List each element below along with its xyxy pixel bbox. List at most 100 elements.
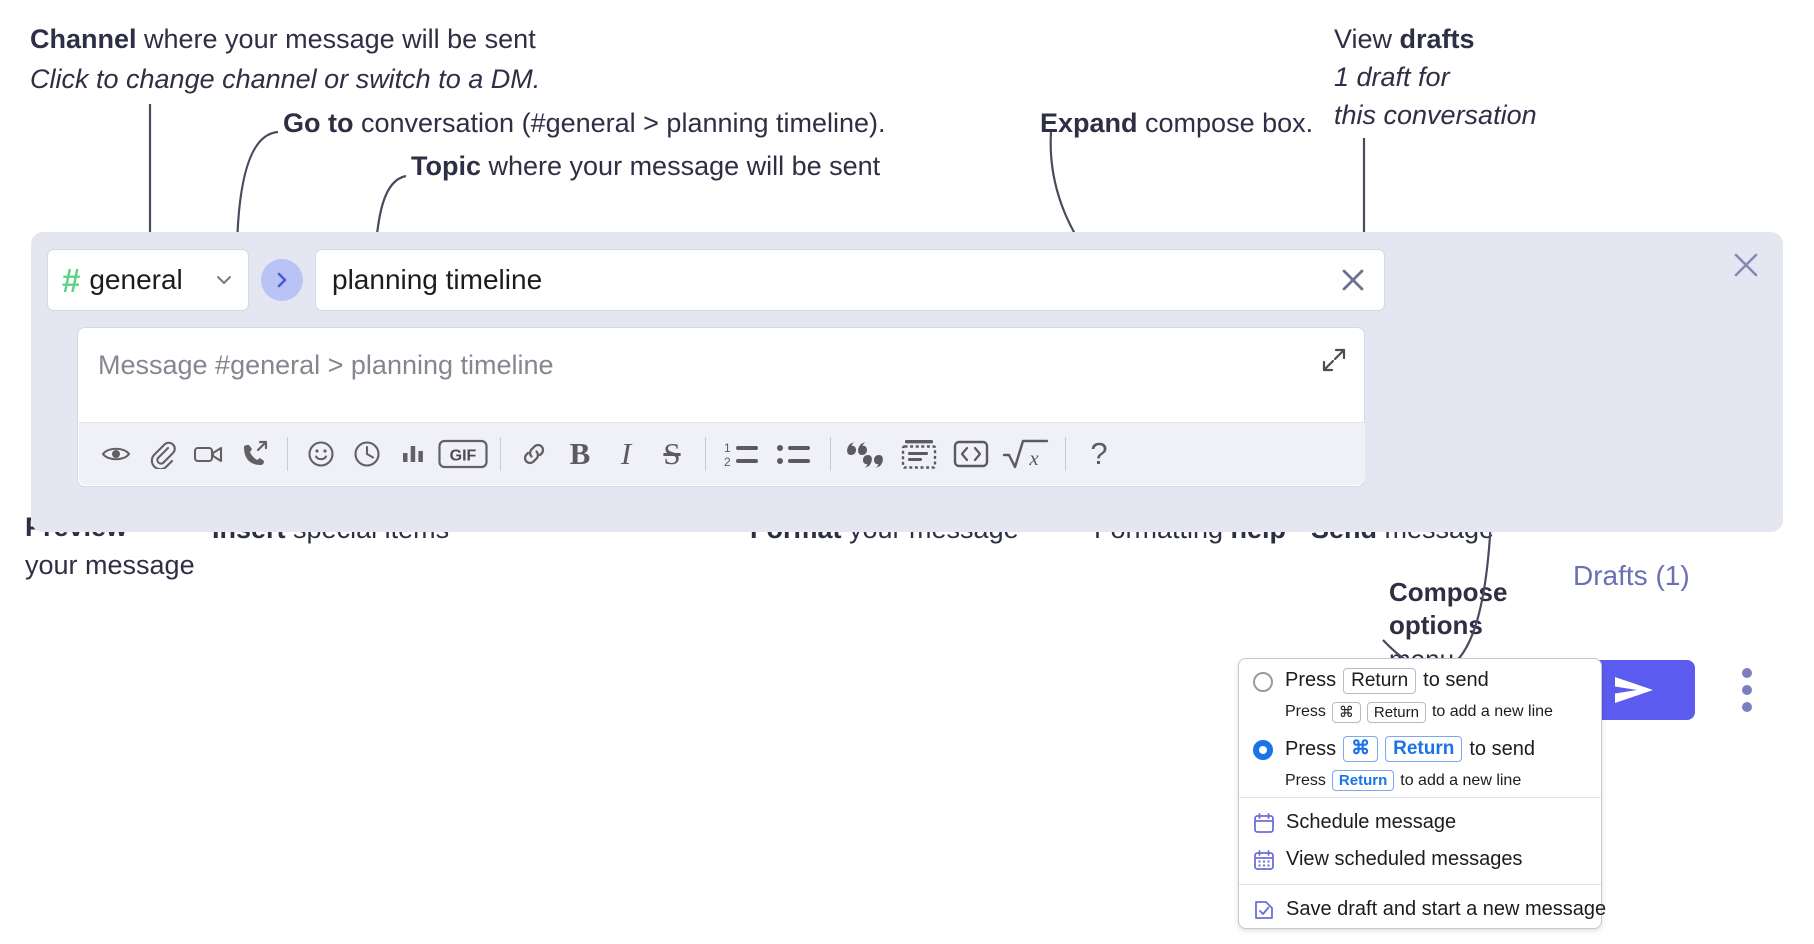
close-icon [1342,269,1364,291]
menu-item-schedule-message[interactable]: Schedule message [1239,804,1601,841]
more-options-icon-dot-3 [1742,702,1752,712]
separator-1 [287,437,288,471]
bar-chart-icon [403,446,423,462]
option2-key2: Return [1385,736,1463,762]
menu-item-label: View scheduled messages [1286,848,1523,871]
chevron-right-icon [277,272,287,288]
ordered-list-icon: 1 2 [724,441,758,469]
svg-text:GIF: GIF [450,448,477,465]
option2-key1: ⌘ [1343,736,1379,762]
close-icon [1734,253,1758,277]
strikethrough-button[interactable]: S [649,431,695,477]
attach-button[interactable] [139,431,185,477]
formatting-toolbar: GIF B I [79,422,1365,485]
help-label: ? [1090,436,1108,471]
close-compose-button[interactable] [1731,250,1761,280]
expand-icon [1322,348,1346,372]
radio-return-to-send[interactable] [1253,672,1273,692]
preview-button[interactable] [93,431,139,477]
hash-icon: # [62,261,80,299]
drafts-link[interactable]: Drafts (1) [1573,560,1690,591]
annotation-topic-bold: Topic [411,151,481,181]
radio-cmd-return-to-send[interactable] [1253,740,1273,761]
ordered-list-button[interactable]: 1 2 [716,431,768,477]
message-placeholder: Message #general > planning timeline [98,350,554,380]
channel-selector[interactable]: # general [47,249,249,311]
phone-arrow-icon [244,440,268,465]
annotation-goto-rest: conversation (#general > planning timeli… [353,108,886,138]
annotation-expand: Expand compose box. [1040,106,1313,141]
square-root-icon: x [1002,439,1049,470]
option1-sub-pre: Press [1285,703,1326,721]
compose-options-button[interactable] [1736,664,1758,716]
option1-sub-key2: Return [1366,701,1426,724]
annotation-expand-rest: compose box. [1137,108,1314,138]
expand-compose-button[interactable] [1320,346,1348,374]
annotation-expand-bold: Expand [1040,108,1138,138]
annotation-drafts-italic1: 1 draft for [1334,62,1450,93]
clear-topic-button[interactable] [1338,265,1368,295]
link-button[interactable] [511,431,557,477]
send-option-cmd-return-sub: Press Return to add a new line [1239,769,1601,792]
ordered-num-1: 1 [724,441,731,455]
emoji-button[interactable] [298,431,344,477]
menu-item-label: Schedule message [1286,811,1457,834]
option2-sub-key: Return [1331,769,1395,792]
calendar-grid-icon [1254,849,1274,870]
option1-post: to send [1423,669,1489,692]
separator-3 [705,437,706,471]
send-option-cmd-return[interactable]: Press ⌘ Return to send [1239,727,1601,764]
menu-divider-1 [1239,797,1601,799]
save-draft-icon [1255,900,1273,919]
italic-button[interactable]: I [603,431,649,477]
code-block-button[interactable] [893,431,945,477]
send-option-return[interactable]: Press Return to send [1239,659,1601,696]
blockquote-button[interactable] [841,431,893,477]
code-button[interactable] [945,431,997,477]
annotation-channel-rest: where your message will be sent [136,24,536,54]
smiley-icon [308,441,334,467]
bold-button[interactable]: B [557,431,603,477]
help-button[interactable]: ? [1076,431,1122,477]
menu-item-view-scheduled[interactable]: View scheduled messages [1239,841,1601,878]
bullet-list-icon [777,445,810,464]
reminder-button[interactable] [344,431,390,477]
italic-label: I [620,436,632,471]
option1-key: Return [1343,668,1417,694]
annotation-channel: Channel where your message will be sent … [30,22,540,97]
paperclip-icon [150,441,176,469]
math-button[interactable]: x [997,431,1055,477]
separator-5 [1065,437,1066,471]
compose-options-menu: Press Return to send Press ⌘ Return to a… [1238,658,1606,930]
poll-button[interactable] [390,431,436,477]
annotation-channel-bold: Channel [30,24,137,54]
message-input-area[interactable]: Message #general > planning timeline [77,327,1365,487]
send-option-return-sub: Press ⌘ Return to add a new line [1239,701,1601,724]
option1-pre: Press [1285,669,1337,692]
topic-input[interactable]: planning timeline [315,249,1385,311]
annotation-topic: Topic where your message will be sent [411,149,880,184]
chevron-down-icon [214,270,234,290]
menu-divider-2 [1239,884,1601,886]
annotation-compose-options-bold1: Compose [1389,577,1508,607]
annotation-drafts: View drafts 1 draft for this conversatio… [1334,22,1537,133]
bullet-list-button[interactable] [768,431,820,477]
gif-button[interactable]: GIF [436,431,490,477]
video-clip-button[interactable] [185,431,231,477]
annotation-channel-italic: Click to change channel or switch to a D… [30,64,541,95]
audio-clip-button[interactable] [231,431,277,477]
annotation-drafts-bold: drafts [1399,24,1475,54]
compose-box: # general planning timeline [31,232,1783,720]
go-to-conversation-button[interactable] [261,259,303,301]
annotation-goto: Go to conversation (#general > planning … [283,106,886,141]
annotation-topic-rest: where your message will be sent [481,151,881,181]
separator-4 [830,437,831,471]
video-camera-icon [193,446,223,463]
send-paper-plane-icon [1615,677,1653,703]
annotation-drafts-italic2: this conversation [1334,100,1537,131]
bold-label: B [569,436,591,471]
code-icon [953,440,989,468]
eye-icon [101,447,131,461]
quote-icon [847,442,883,468]
menu-item-save-draft[interactable]: Save draft and start a new message [1239,891,1606,928]
